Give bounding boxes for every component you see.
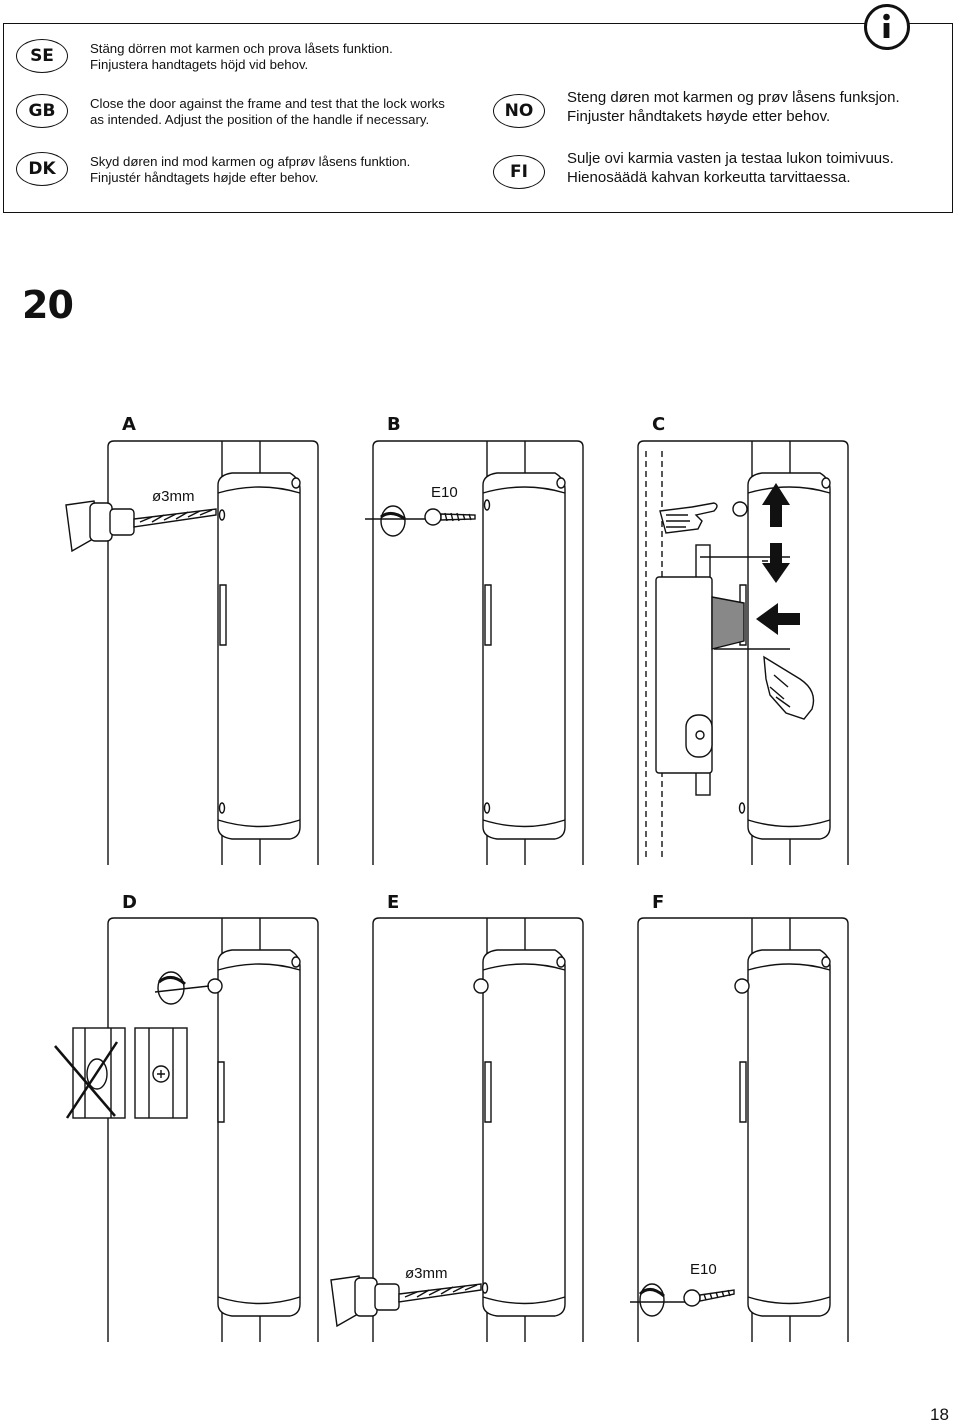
panel-e: ø3mm bbox=[325, 912, 590, 1342]
instruction-line: Steng døren mot karmen og prøv låsens fu… bbox=[567, 89, 900, 106]
handle bbox=[482, 472, 566, 840]
language-badge-fi: FI bbox=[493, 155, 545, 189]
door-frame bbox=[107, 440, 319, 865]
instruction-text-fi: Sulje ovi karmia vasten ja testaa lukon … bbox=[567, 149, 894, 187]
instruction-fi: FI Sulje ovi karmia vasten ja testaa luk… bbox=[493, 150, 894, 189]
instruction-text-gb: Close the door against the frame and tes… bbox=[90, 96, 445, 128]
panel-label-e: E bbox=[387, 892, 400, 913]
panel-label-f: F bbox=[652, 892, 665, 913]
hand-push-icon bbox=[763, 655, 815, 720]
language-badge-gb: GB bbox=[16, 94, 68, 128]
panel-c bbox=[590, 435, 855, 865]
drill-icon bbox=[65, 500, 217, 553]
screw-type-callout: E10 bbox=[690, 1261, 717, 1278]
handle bbox=[217, 472, 301, 840]
panel-b: E10 bbox=[325, 435, 590, 865]
panel-label-c: C bbox=[652, 414, 666, 435]
arrow-left-icon bbox=[756, 603, 800, 635]
drill-size-callout: ø3mm bbox=[152, 488, 195, 505]
instruction-line: Stäng dörren mot karmen och prova låsets… bbox=[90, 41, 393, 56]
panel-label-a: A bbox=[122, 414, 136, 435]
instruction-line: Finjustér håndtagets højde efter behov. bbox=[90, 170, 319, 185]
instruction-se: SE Stäng dörren mot karmen och prova lås… bbox=[16, 39, 393, 73]
panel-label-b: B bbox=[387, 414, 401, 435]
instruction-line: Skyd døren ind mod karmen og afprøv låse… bbox=[90, 154, 411, 169]
cross-mark-icon bbox=[54, 1041, 119, 1119]
instruction-box: SE Stäng dörren mot karmen och prova lås… bbox=[3, 23, 953, 213]
language-badge-no: NO bbox=[493, 94, 545, 128]
instruction-text-se: Stäng dörren mot karmen och prova låsets… bbox=[90, 41, 393, 73]
instruction-line: as intended. Adjust the position of the … bbox=[90, 112, 430, 127]
instruction-text-no: Steng døren mot karmen og prøv låsens fu… bbox=[567, 88, 900, 126]
door-frame bbox=[107, 917, 319, 1342]
instruction-gb: GB Close the door against the frame and … bbox=[16, 94, 445, 128]
door-frame bbox=[637, 917, 849, 1342]
hand-pointing-icon bbox=[659, 502, 718, 534]
info-icon bbox=[864, 4, 910, 50]
door-frame bbox=[372, 917, 584, 1342]
screw-icon bbox=[424, 508, 476, 526]
screwdriver-icon bbox=[630, 1283, 686, 1317]
lock-mechanism bbox=[655, 544, 745, 796]
instruction-line: Sulje ovi karmia vasten ja testaa lukon … bbox=[567, 150, 894, 167]
handle bbox=[732, 472, 831, 840]
instruction-line: Finjuster håndtakets høyde etter behov. bbox=[567, 108, 831, 125]
arrow-up-icon bbox=[762, 483, 790, 527]
page-number: 18 bbox=[930, 1405, 949, 1424]
step-number: 20 bbox=[22, 283, 74, 327]
arrow-down-icon bbox=[762, 543, 790, 583]
screw-icon bbox=[683, 1289, 735, 1307]
incorrect-example bbox=[54, 1027, 126, 1119]
language-badge-se: SE bbox=[16, 39, 68, 73]
door-frame bbox=[372, 440, 584, 865]
instruction-line: Close the door against the frame and tes… bbox=[90, 96, 445, 111]
screwdriver-icon bbox=[154, 971, 210, 1005]
panel-f: E10 bbox=[590, 912, 855, 1342]
instruction-dk: DK Skyd døren ind mod karmen og afprøv l… bbox=[16, 152, 410, 186]
drill-icon bbox=[330, 1275, 482, 1328]
handle bbox=[473, 949, 566, 1317]
panel-d bbox=[45, 912, 325, 1342]
instruction-no: NO Steng døren mot karmen og prøv låsens… bbox=[493, 89, 900, 128]
panel-label-d: D bbox=[122, 892, 137, 913]
handle bbox=[734, 949, 831, 1317]
instruction-line: Hienosäädä kahvan korkeutta tarvittaessa… bbox=[567, 169, 851, 186]
handle bbox=[207, 949, 301, 1317]
panel-a: ø3mm bbox=[60, 435, 325, 865]
instruction-text-dk: Skyd døren ind mod karmen og afprøv låse… bbox=[90, 154, 410, 186]
correct-example bbox=[134, 1027, 188, 1119]
language-badge-dk: DK bbox=[16, 152, 68, 186]
instruction-line: Finjustera handtagets höjd vid behov. bbox=[90, 57, 309, 72]
drill-size-callout: ø3mm bbox=[405, 1265, 448, 1282]
screwdriver-icon bbox=[365, 505, 425, 537]
screw-type-callout: E10 bbox=[431, 484, 458, 501]
door-frame bbox=[637, 440, 849, 865]
